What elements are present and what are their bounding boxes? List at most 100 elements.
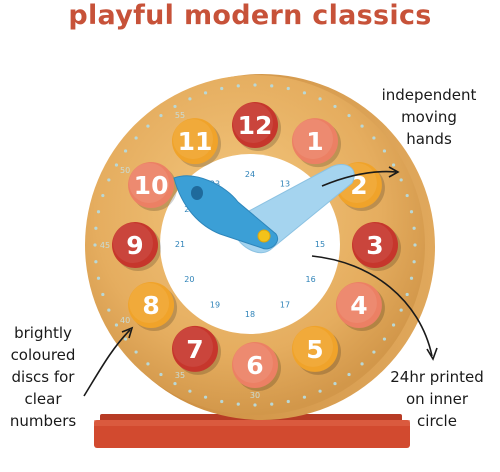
hour-disc-number: 9: [126, 231, 143, 260]
hour-disc-7[interactable]: 7: [172, 325, 221, 375]
hour-disc-number: 10: [134, 171, 169, 200]
minute-dot: [173, 104, 177, 109]
hour-disc-number: 11: [178, 127, 213, 156]
hour-disc-10[interactable]: 10: [128, 162, 178, 211]
callout-line: 24hr printed: [390, 368, 484, 386]
minute-label: 30: [250, 391, 260, 400]
arrowhead-inner: [426, 347, 438, 361]
minute-dot: [159, 372, 163, 377]
callout-arrows: [83, 166, 438, 397]
inner-hour-number: 21: [175, 240, 185, 249]
minute-dot: [286, 86, 290, 91]
minute-dot: [96, 276, 101, 280]
hour-disc-number: 12: [238, 111, 273, 140]
callout-line: on inner: [405, 390, 469, 408]
arrowhead-discs: [121, 326, 134, 339]
minute-dot: [286, 399, 290, 404]
minute-dot: [114, 323, 119, 327]
callout-line: hands: [406, 130, 452, 148]
minute-dot: [146, 124, 150, 128]
inner-hour-number: 18: [245, 310, 255, 319]
minute-dot: [94, 260, 98, 264]
hour-disc-number: 7: [186, 335, 203, 364]
callout-line: circle: [417, 412, 457, 430]
minute-dot: [372, 136, 376, 140]
hour-disc-3[interactable]: 3: [352, 222, 401, 271]
minute-dot: [173, 381, 177, 386]
minute-label: 45: [100, 241, 110, 250]
minute-label: 50: [120, 166, 130, 175]
minute-dot: [203, 395, 208, 399]
minute-dot: [333, 381, 337, 386]
minute-dot: [123, 149, 128, 153]
minute-dot: [107, 308, 111, 312]
callout-independent-hands: independent moving hands: [370, 84, 488, 150]
minute-dot: [372, 350, 376, 354]
inner-hour-number: 13: [280, 179, 290, 188]
headline: playful modern classics: [68, 0, 432, 31]
hour-disc-number: 1: [306, 127, 323, 156]
hour-disc-number: 8: [142, 291, 159, 320]
hour-disc-8[interactable]: 8: [128, 282, 178, 331]
callout-line: numbers: [9, 412, 77, 430]
arrow-inner: [311, 255, 433, 357]
minute-dot: [253, 83, 257, 87]
minute-dot: [412, 260, 416, 264]
minute-dot: [236, 84, 240, 88]
callout-24hr-inner: 24hr printed on inner circle: [378, 366, 496, 432]
minute-dot: [318, 389, 322, 393]
minute-labels: 30 35 40 45 50 55: [100, 111, 260, 400]
callout-line: coloured: [10, 346, 76, 364]
minute-dot: [270, 402, 274, 406]
minute-dot: [159, 113, 163, 118]
minute-dot: [123, 337, 128, 341]
callout-line: independent: [381, 86, 477, 104]
hour-disc-6[interactable]: 6: [232, 342, 281, 391]
minute-dot: [220, 399, 224, 404]
minute-dot: [347, 372, 351, 377]
minute-dot: [134, 136, 138, 140]
minute-dot: [188, 389, 192, 393]
inner-hour-number: 16: [306, 275, 316, 284]
minute-dot: [391, 163, 396, 167]
hour-disc-4[interactable]: 4: [335, 282, 385, 331]
callout-line: brightly: [14, 324, 72, 342]
hour-disc-number: 2: [350, 171, 367, 200]
minute-dots: [93, 83, 417, 407]
clock-hands[interactable]: [173, 163, 355, 254]
callout-line: discs for: [11, 368, 75, 386]
hour-hand-hole: [191, 186, 203, 200]
inner-hour-number: 20: [184, 275, 194, 284]
hour-disc-1[interactable]: 1: [292, 118, 341, 168]
minute-dot: [413, 243, 417, 247]
minute-dot: [236, 402, 240, 406]
minute-dot: [146, 362, 150, 366]
minute-dot: [405, 292, 409, 297]
minute-dot: [318, 97, 322, 101]
minute-dot: [302, 395, 307, 399]
minute-dot: [101, 292, 105, 297]
callout-line: moving: [401, 108, 457, 126]
minute-dot: [253, 403, 257, 407]
minute-dot: [412, 226, 416, 230]
hour-disc-12[interactable]: 12: [232, 102, 281, 151]
hour-disc-11[interactable]: 11: [172, 118, 221, 168]
minute-dot: [93, 243, 97, 247]
minute-label: 55: [175, 111, 185, 120]
inner-hour-number: 17: [280, 301, 290, 310]
minute-dot: [220, 86, 224, 91]
minute-dot: [409, 276, 414, 280]
arrow-hands: [321, 170, 397, 187]
minute-label: 40: [120, 316, 130, 325]
inner-hour-number: 24: [245, 170, 255, 179]
hour-disc-5[interactable]: 5: [292, 325, 341, 375]
callout-coloured-discs: brightly coloured discs for clear number…: [0, 322, 86, 432]
minute-dot: [399, 308, 403, 312]
hour-disc-9[interactable]: 9: [112, 222, 161, 271]
minute-dot: [347, 113, 351, 118]
minute-label: 35: [175, 371, 185, 380]
minute-dot: [391, 323, 396, 327]
arrow-discs: [83, 329, 131, 397]
